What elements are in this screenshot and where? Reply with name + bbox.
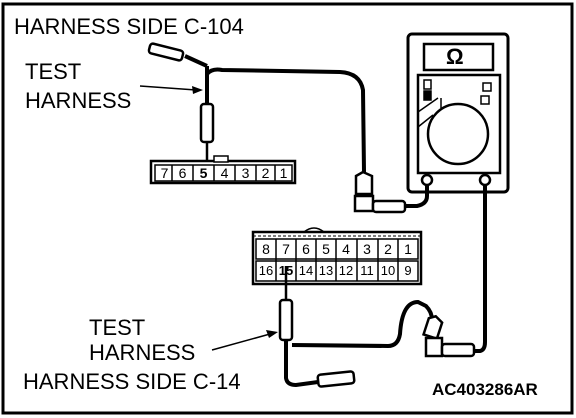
- harness-wire: [205, 67, 366, 173]
- meter-jack-left: [420, 173, 434, 187]
- connector-c14-housing: [251, 230, 423, 286]
- meter-lead: [405, 185, 429, 208]
- connector-c14-pin: 12: [338, 263, 354, 278]
- harness-wire: [291, 299, 434, 349]
- connector-c14-pin: 5: [322, 241, 330, 257]
- connector-c14-pin: 2: [384, 241, 392, 257]
- connector-c104-pin: 3: [241, 165, 250, 181]
- harness-terminal: [147, 42, 185, 62]
- test-harness-bottom-label-line2: HARNESS: [89, 340, 196, 365]
- connector-c104-probed-pin: 5: [199, 165, 208, 181]
- meter-button: [482, 82, 492, 92]
- meter-scale-line: [417, 97, 439, 113]
- meter-scale-line: [417, 114, 434, 128]
- meter-button: [480, 95, 490, 105]
- connector-c104-pin: 6: [178, 165, 187, 181]
- harness-plug-collar: [353, 194, 375, 213]
- meter-mode-indicator: [423, 79, 432, 90]
- test-harness-top-label-line1: TEST: [25, 59, 82, 84]
- connector-c104: [149, 155, 297, 185]
- harness-side-c14-label: HARNESS SIDE C-14: [23, 369, 241, 394]
- multimeter: [406, 32, 510, 194]
- ohm-symbol: Ω: [446, 44, 464, 69]
- harness-wire: [284, 340, 319, 388]
- harness-terminal: [316, 370, 356, 388]
- harness-terminal: [371, 199, 407, 214]
- connector-c14-latch: [303, 227, 325, 233]
- connector-c14-pin: 13: [318, 263, 334, 278]
- harness-plug-collar: [424, 336, 444, 358]
- connector-c104-pin: 1: [279, 165, 288, 181]
- connector-c14-pin: 14: [298, 263, 314, 278]
- test-harness-bottom-label-line1: TEST: [89, 315, 146, 340]
- connector-c14-probed-pin: 15: [278, 263, 294, 278]
- connector-c104-pin: 7: [160, 165, 169, 181]
- connector-c14-pin: 3: [363, 241, 371, 257]
- test-harness-bottom: [278, 185, 487, 388]
- rotary-selector-dial: [426, 102, 490, 166]
- connector-c104-pin: 4: [220, 165, 229, 181]
- harness-plug: [421, 314, 444, 341]
- connector-c14-pin: 6: [302, 241, 310, 257]
- test-harness-top-label-line2: HARNESS: [25, 88, 132, 113]
- harness-wire: [184, 54, 208, 68]
- harness-plug: [354, 170, 374, 196]
- connector-c104-latch: [213, 155, 229, 163]
- connector-c14-pin: 8: [262, 241, 270, 257]
- probe-body: [199, 102, 215, 144]
- connector-c14-pin: 9: [404, 263, 412, 278]
- connector-c14: [251, 227, 423, 286]
- arrowhead: [266, 330, 278, 338]
- leader-arrows: [139, 85, 278, 351]
- figure-code: AC403286AR: [432, 380, 538, 399]
- leader-arrow-top: [139, 85, 197, 91]
- meter-mode-indicator-active: [423, 90, 432, 101]
- connector-c14-pin: 7: [282, 241, 290, 257]
- arrowhead: [192, 86, 203, 94]
- meter-lead: [474, 185, 487, 353]
- connector-c14-pin: 4: [342, 241, 350, 257]
- harness-terminal: [440, 342, 476, 358]
- connector-c14-pin: 10: [380, 263, 396, 278]
- connector-c104-pin: 2: [261, 165, 270, 181]
- leader-arrow-bottom: [211, 333, 271, 351]
- meter-jack-right: [478, 173, 492, 187]
- harness-side-c104-label: HARNESS SIDE C-104: [14, 14, 244, 39]
- meter-display: [422, 42, 495, 72]
- connector-c14-pin: 11: [360, 263, 374, 278]
- probe-body: [278, 298, 294, 342]
- connector-c14-pin: 16: [258, 263, 274, 278]
- test-harness-top: [147, 42, 429, 214]
- connector-c14-pin: 1: [404, 241, 412, 257]
